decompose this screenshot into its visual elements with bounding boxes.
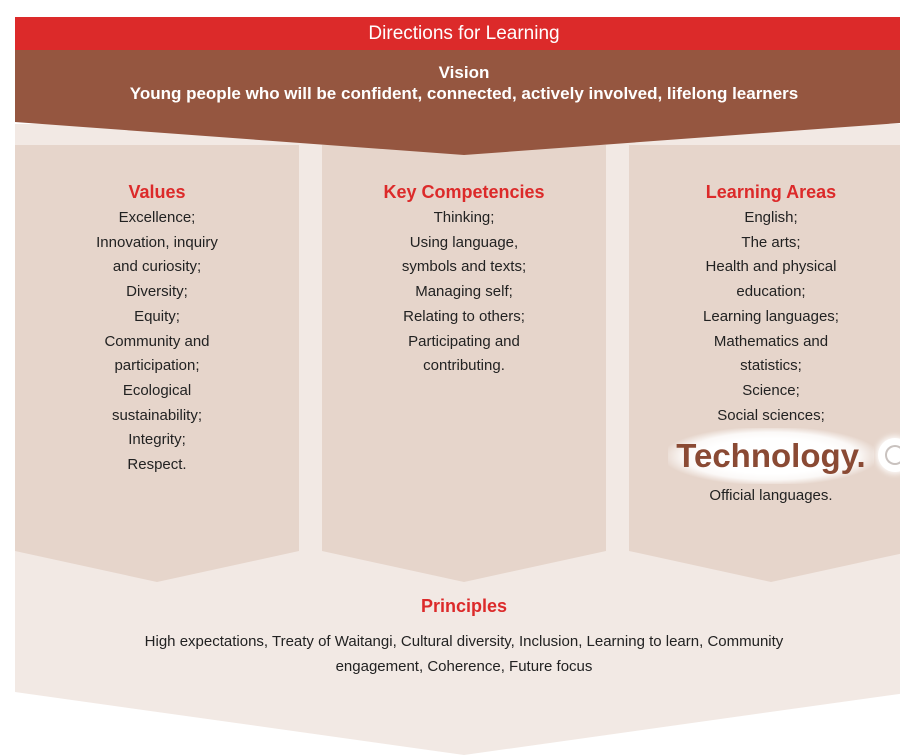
learning-areas-list: English; The arts; Health and physical e… (629, 206, 900, 509)
vision-section: Vision Young people who will be confiden… (15, 63, 900, 104)
list-item: Official languages. (709, 487, 833, 505)
list-item: and curiosity; (112, 258, 202, 276)
list-item: Health and physical (705, 258, 837, 276)
values-list: Excellence; Innovation, inquiry and curi… (15, 206, 299, 478)
principles-section: Principles High expectations, Treaty of … (15, 596, 900, 679)
list-item: Thinking; (433, 209, 495, 226)
list-item: Participating and (408, 332, 520, 350)
key-competencies-column-shape (322, 145, 606, 582)
refresh-icon[interactable] (877, 438, 900, 473)
list-item: participation; (114, 357, 200, 375)
values-title: Values (128, 182, 186, 202)
list-item: Excellence; (118, 209, 196, 226)
technology-highlight: Technology. (668, 428, 900, 485)
list-item: Mathematics and (713, 332, 829, 350)
values-column-shape (15, 145, 299, 582)
vision-title: Vision (438, 63, 490, 82)
list-item: education; (736, 283, 806, 301)
list-item: Diversity; (126, 283, 188, 301)
list-item: Community and (104, 332, 210, 350)
list-item: Science; (742, 381, 800, 399)
directions-header: Directions for Learning (15, 17, 900, 50)
list-item: Social sciences; (717, 406, 825, 424)
learning-areas-title: Learning Areas (705, 182, 837, 202)
list-item: Respect. (127, 456, 187, 474)
list-item: symbols and texts; (401, 258, 527, 276)
key-competencies-column: Key Competencies Thinking; Using languag… (322, 182, 606, 379)
list-item: Equity; (134, 307, 180, 325)
list-item: Ecological (122, 381, 192, 399)
key-competencies-list: Thinking; Using language, symbols and te… (322, 206, 606, 379)
list-item: sustainability; (111, 406, 203, 424)
learning-areas-column: Learning Areas English; The arts; Health… (629, 182, 900, 509)
principles-text: High expectations, Treaty of Waitangi, C… (144, 633, 784, 675)
list-item: Managing self; (415, 283, 513, 301)
list-item: Integrity; (128, 431, 186, 449)
list-item: contributing. (423, 357, 505, 375)
vision-statement: Young people who will be confident, conn… (129, 84, 799, 103)
list-item: Using language, (409, 233, 519, 251)
key-competencies-title: Key Competencies (383, 182, 545, 202)
list-item: English; (744, 209, 798, 226)
values-column: Values Excellence; Innovation, inquiry a… (15, 182, 299, 478)
list-item: The arts; (741, 233, 801, 251)
technology-highlight-item: Technology. (629, 428, 900, 485)
list-item: statistics; (740, 357, 802, 375)
technology-label: Technology. (676, 437, 866, 475)
list-item: Learning languages; (703, 307, 839, 325)
list-item: Innovation, inquiry (96, 233, 218, 251)
principles-title: Principles (420, 596, 508, 616)
vision-band (15, 50, 900, 155)
list-item: Relating to others; (403, 307, 525, 325)
